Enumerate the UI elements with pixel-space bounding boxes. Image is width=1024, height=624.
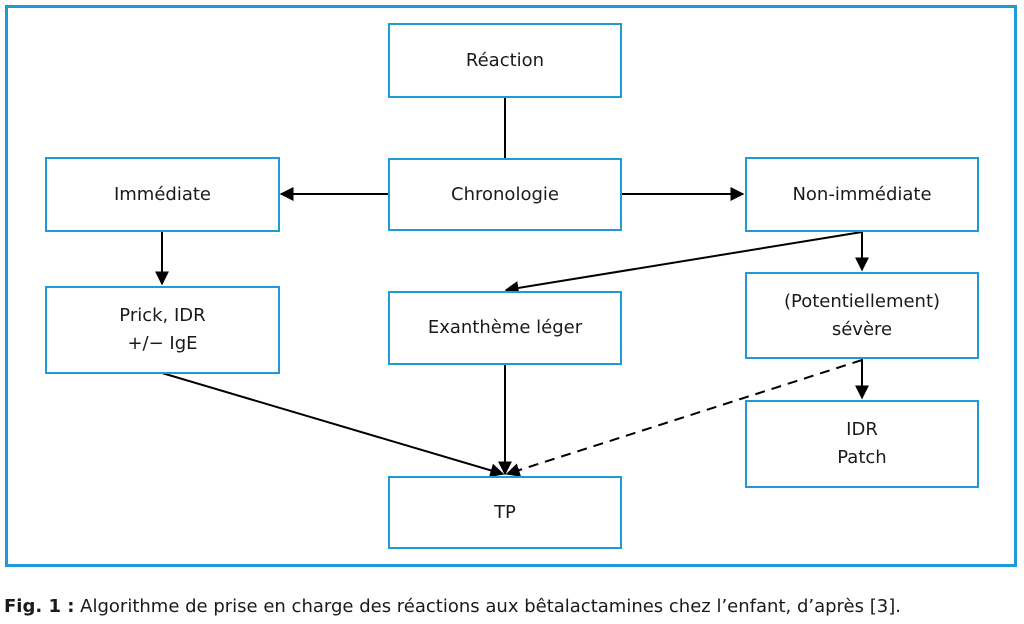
caption-label: Fig. 1 :	[4, 596, 75, 617]
node-prick-idr: Prick, IDR +/− IgE	[45, 286, 280, 374]
node-exantheme: Exanthème léger	[388, 291, 622, 365]
node-tp: TP	[388, 476, 622, 549]
node-idr-line1: IDR	[846, 419, 878, 440]
node-non-immediate-label: Non-immédiate	[792, 183, 932, 205]
edge-nonimmediate-exantheme	[504, 231, 863, 295]
node-non-immediate: Non-immédiate	[745, 157, 979, 232]
figure-frame	[5, 5, 1017, 567]
node-severe-line2: sévère	[831, 318, 893, 340]
node-chronologie-label: Chronologie	[451, 183, 559, 205]
node-severe-line1: (Potentiellement)	[783, 290, 941, 312]
node-idr-patch: IDR Patch	[745, 400, 979, 488]
edge-severe-tp-dashed	[505, 359, 863, 477]
node-reaction-label: Réaction	[465, 49, 545, 71]
node-chronologie: Chronologie	[388, 158, 622, 231]
edge-prick-tp	[161, 372, 505, 478]
node-prick-line2: +/− IgE	[127, 333, 198, 354]
node-prick-line1: Prick, IDR	[119, 305, 206, 326]
node-tp-label: TP	[494, 501, 516, 523]
node-idr-line2: Patch	[837, 447, 887, 468]
node-immediate-label: Immédiate	[113, 183, 212, 205]
node-exantheme-label: Exanthème léger	[427, 317, 583, 338]
figure-caption: Fig. 1 : Algorithme de prise en charge d…	[4, 596, 901, 617]
caption-text: Algorithme de prise en charge des réacti…	[74, 596, 901, 617]
node-severe: (Potentiellement) sévère	[745, 272, 979, 359]
node-immediate: Immédiate	[45, 157, 280, 232]
node-reaction: Réaction	[388, 23, 622, 98]
